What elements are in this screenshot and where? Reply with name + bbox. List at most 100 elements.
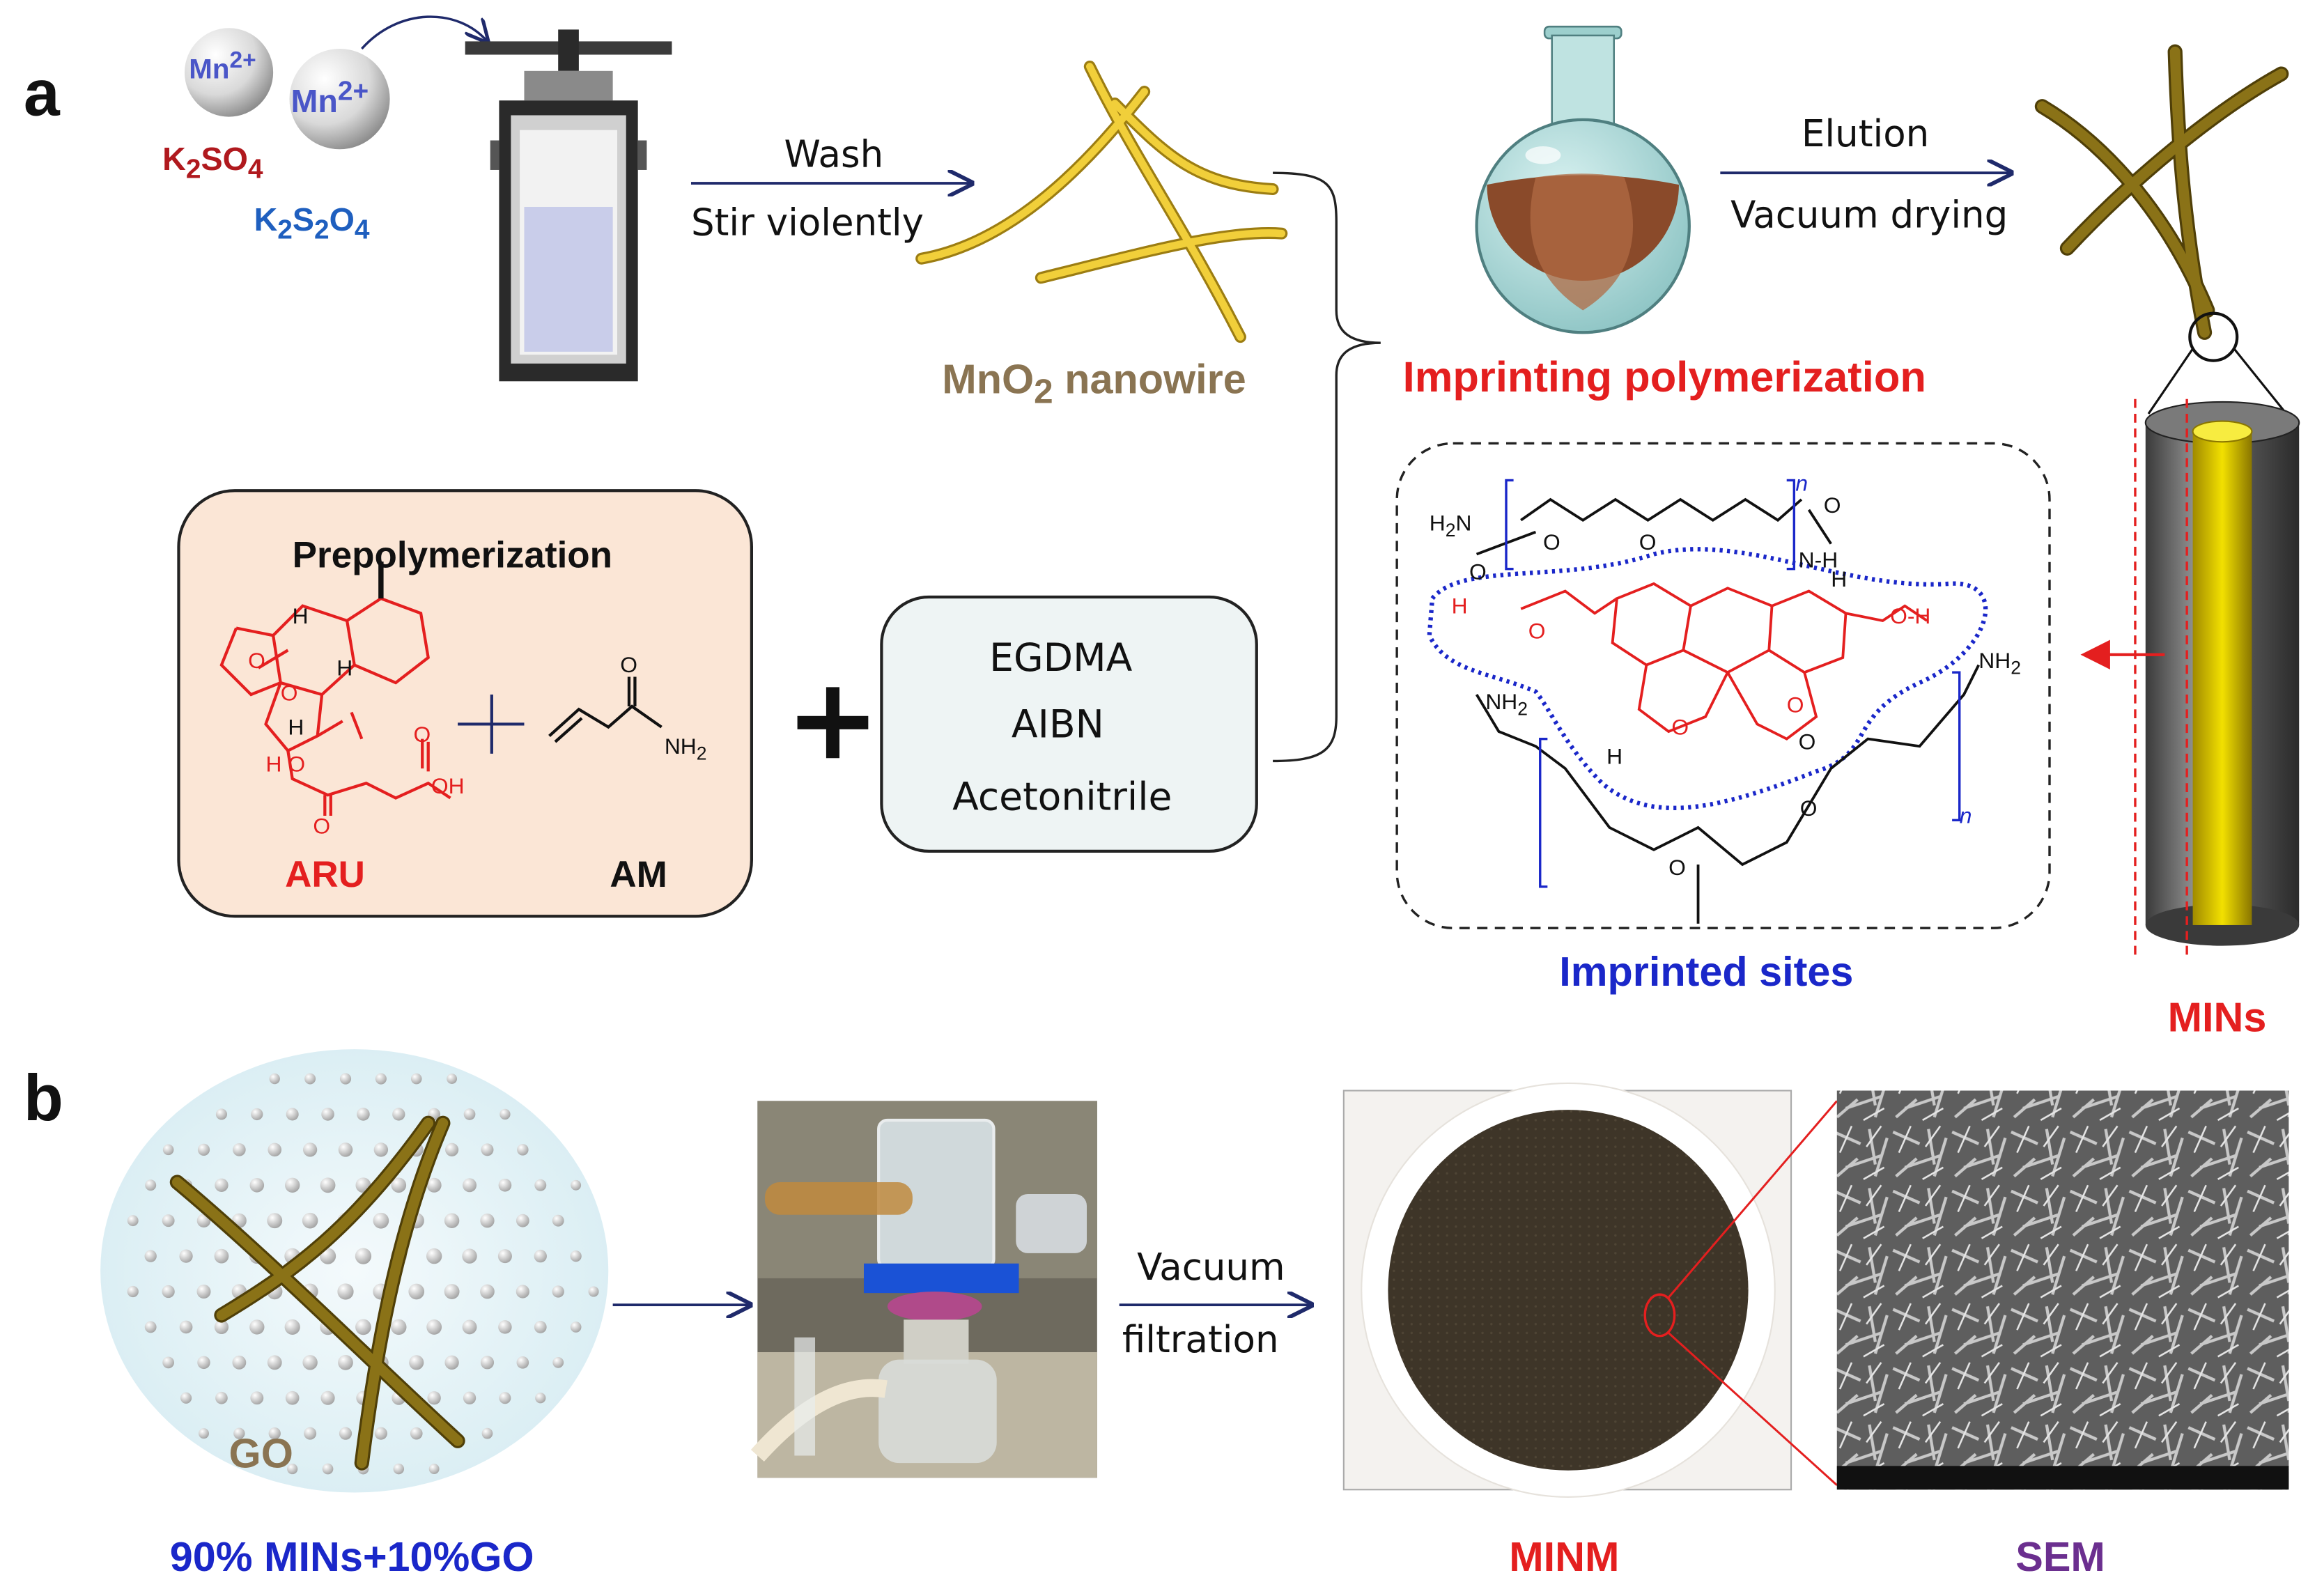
aru-molecule	[219, 561, 451, 816]
go-atom	[320, 1177, 336, 1193]
site-o-ester2: O	[1799, 796, 1818, 822]
go-atom	[516, 1214, 529, 1227]
site-nh2-left: NH2	[1485, 690, 1528, 720]
go-atom	[480, 1284, 495, 1299]
go-atom	[462, 1248, 477, 1264]
go-atom	[267, 1213, 283, 1229]
go-atom	[534, 1249, 547, 1263]
transfer-arrow	[361, 15, 487, 50]
reagent-aibn: AIBN	[1011, 703, 1104, 748]
reagent-egdma: EGDMA	[989, 637, 1133, 681]
go-atom	[410, 1427, 423, 1440]
mn-ion-text-1: Mn2+	[189, 49, 256, 86]
go-atom	[199, 1428, 209, 1439]
go-atom	[339, 1427, 353, 1440]
go-atom	[409, 1355, 424, 1370]
site-h-low: H	[1606, 745, 1623, 770]
site-o-ester: O	[1798, 729, 1816, 755]
go-atom	[534, 1321, 547, 1333]
site-ho-left: H	[1451, 594, 1468, 619]
go-atom	[447, 1074, 458, 1084]
aru-atom-h1: H	[292, 604, 309, 630]
aru-atom-o1: O	[248, 649, 265, 674]
am-label: AM	[610, 854, 667, 896]
mins-tube-icon	[2134, 398, 2300, 961]
go-atom	[320, 1390, 335, 1405]
go-atom	[410, 1073, 422, 1085]
mn-ion-2	[289, 49, 390, 150]
go-atom	[463, 1108, 476, 1120]
imprinted-sites-label: Imprinted sites	[1559, 948, 1854, 995]
go-atom	[426, 1319, 442, 1335]
go-atom	[249, 1319, 265, 1335]
round-flask-icon	[1475, 25, 1691, 334]
go-atom	[321, 1108, 334, 1121]
go-atom	[233, 1143, 246, 1156]
prepolymerization-box	[177, 489, 753, 918]
reagents-box	[880, 595, 1258, 853]
mins-wire-icon	[2034, 44, 2289, 340]
go-atom	[570, 1322, 582, 1333]
mn-ion-1	[184, 28, 274, 117]
go-atom	[355, 1248, 372, 1264]
go-atom	[374, 1427, 387, 1440]
go-wires	[169, 1115, 465, 1471]
zoom-circle	[2188, 311, 2239, 362]
go-atom	[427, 1391, 441, 1405]
go-atom	[286, 1108, 299, 1121]
go-atom	[269, 1073, 280, 1085]
go-atom	[127, 1215, 139, 1227]
aru-atom-o5: O	[413, 722, 431, 748]
go-atom	[249, 1178, 265, 1193]
go-atom	[197, 1143, 210, 1156]
go-atom	[145, 1179, 157, 1191]
minm-zoom-line-bottom	[1668, 1332, 1838, 1487]
go-atom	[303, 1142, 318, 1157]
go-atom	[285, 1177, 300, 1193]
go-atom	[373, 1142, 389, 1157]
go-atom	[552, 1356, 564, 1368]
go-atom	[445, 1142, 459, 1156]
go-atom	[426, 1248, 442, 1264]
panel-letter-b: b	[23, 1062, 63, 1136]
polymer-chain	[1475, 497, 1980, 924]
go-atom	[268, 1142, 282, 1157]
go-atom	[162, 1356, 175, 1369]
aru-atom-h2: H	[288, 715, 304, 741]
go-atom	[498, 1320, 512, 1334]
go-atom	[534, 1179, 547, 1191]
go-atom	[499, 1392, 511, 1404]
site-o-chain2: O	[1639, 530, 1657, 556]
prepolymerization-title: Prepolymerization	[292, 534, 613, 577]
go-atom	[162, 1214, 175, 1227]
go-atom	[337, 1283, 354, 1300]
plus-thin	[458, 695, 525, 754]
go-atom	[304, 1073, 316, 1085]
go-atom	[444, 1284, 460, 1299]
aru-atom-o3: H O	[265, 752, 306, 777]
go-atom	[302, 1212, 318, 1229]
salt-k2so4: K2SO4	[162, 140, 263, 184]
cavity-outline	[1427, 547, 1988, 810]
go-atom	[196, 1285, 211, 1299]
aru-atom-o2: O	[280, 681, 298, 706]
go-atom	[287, 1463, 298, 1475]
am-atom-nh2: NH2	[664, 734, 707, 764]
minm-photo	[1342, 1082, 1792, 1498]
step-vacuum: Vacuum	[1137, 1246, 1285, 1289]
sem-label: SEM	[2015, 1533, 2105, 1580]
go-atom	[444, 1355, 459, 1370]
go-atom	[444, 1213, 460, 1228]
mn-ion-label-2: Mn2+	[291, 77, 369, 118]
site-o-bottom: O	[1668, 855, 1686, 881]
sem-image	[1836, 1090, 2289, 1490]
go-atom	[408, 1283, 425, 1300]
go-atom	[267, 1355, 282, 1370]
go-atom	[571, 1179, 582, 1191]
site-o-left: O	[1528, 619, 1546, 644]
go-atom	[179, 1320, 193, 1334]
go-atom	[480, 1214, 495, 1228]
composition-label: 90% MINs+10%GO	[169, 1533, 534, 1580]
